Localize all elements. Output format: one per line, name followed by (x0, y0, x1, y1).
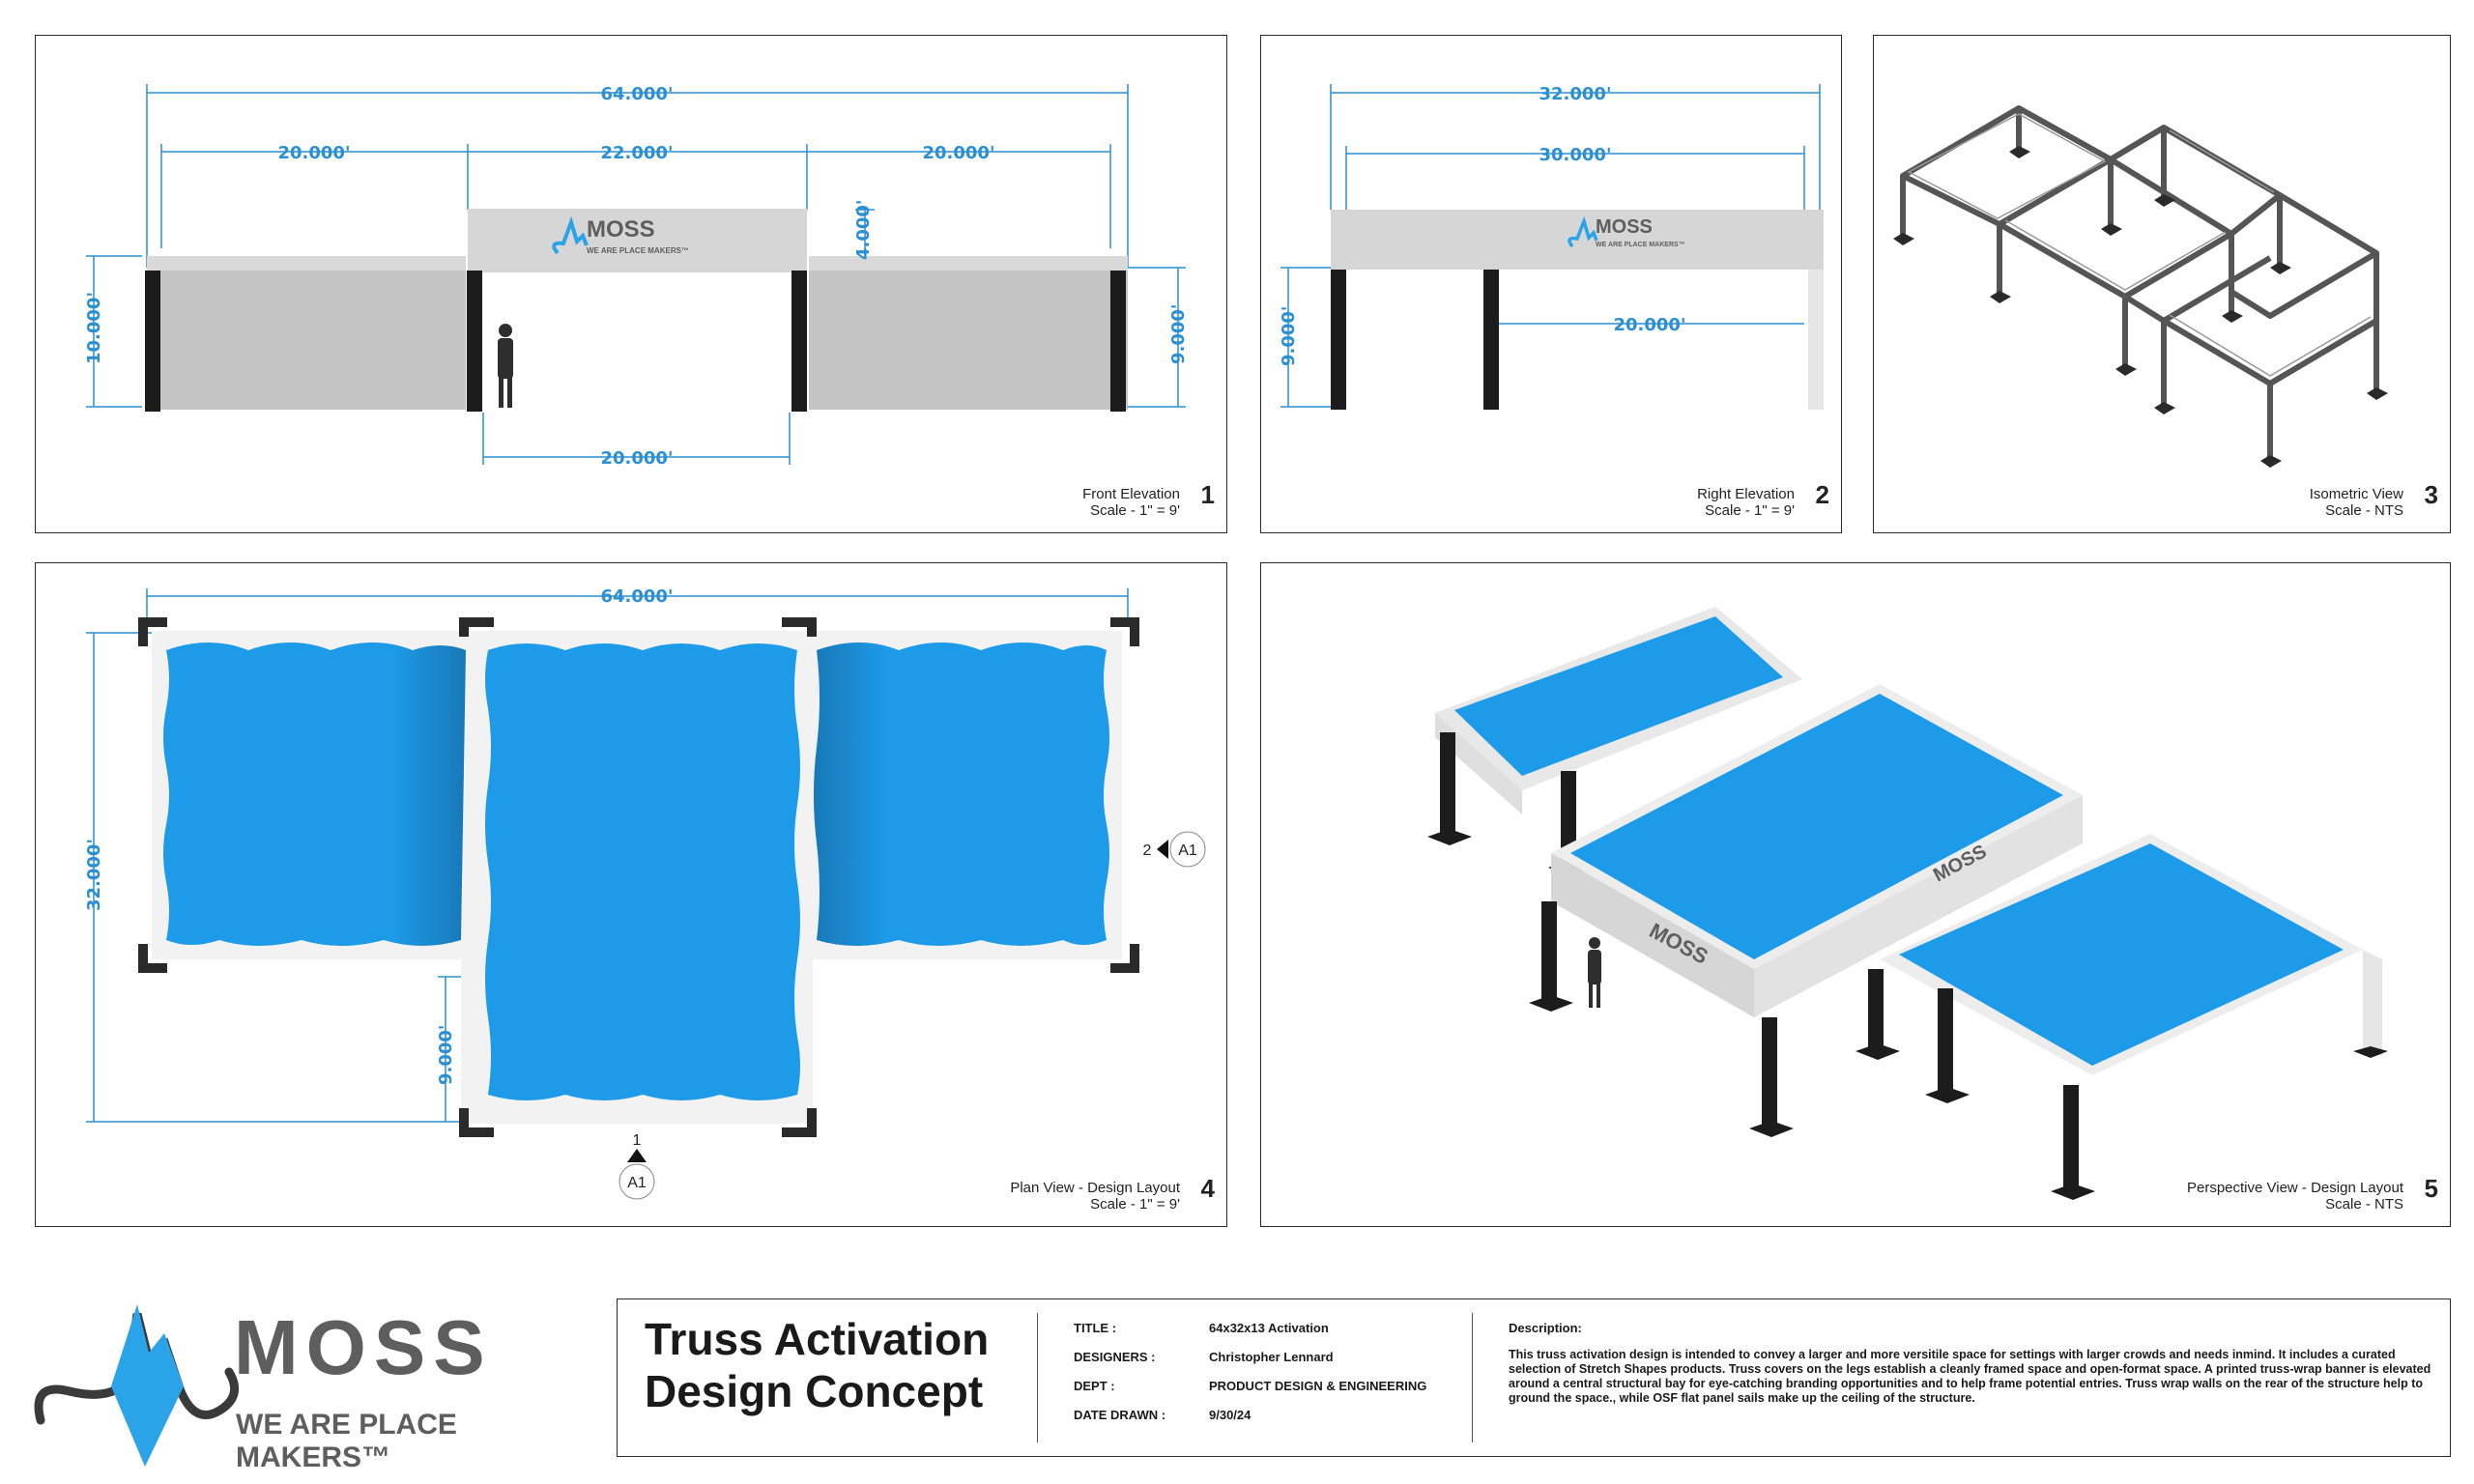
dim-side-span: 20.000' (1614, 315, 1686, 335)
logo-tagline-text: WE ARE PLACE MAKERS™ (236, 1409, 457, 1473)
drawing-title: Truss Activation Design Concept (645, 1313, 989, 1417)
field-value: 9/30/24 (1209, 1408, 1251, 1422)
view-label: Plan View - Design Layout Scale - 1" = 9… (1010, 1176, 1215, 1213)
dim-plan-offset: 9.000' (436, 1025, 456, 1085)
view-scale: Scale - 1" = 9' (1090, 1196, 1180, 1213)
dim-center-bay: 22.000' (601, 143, 674, 163)
banner-logo-icon: MOSS WE ARE PLACE MAKERS™ (1568, 215, 1685, 248)
moss-logo-icon (34, 1304, 240, 1467)
view-number: 5 (2424, 1174, 2438, 1203)
plan-view-panel: 64.000' 32.000' 9.000' 1 A1 2 A1 Plan Vi… (35, 562, 1227, 1227)
view-number: 2 (1815, 480, 1829, 509)
view-name: Plan View - Design Layout (1010, 1180, 1180, 1196)
human-figure-icon (1588, 937, 1601, 1008)
drawing-title-line1: Truss Activation (645, 1314, 990, 1364)
company-logo: MOSS WE ARE PLACE MAKERS™ (29, 1295, 570, 1473)
dim-right-height: 9.000' (1168, 304, 1189, 364)
field-key: DATE DRAWN : (1074, 1408, 1166, 1422)
view-name: Front Elevation (1082, 486, 1180, 502)
human-figure-icon (498, 324, 513, 408)
section-marker-ref: A1 (627, 1175, 647, 1191)
plan-view-drawing: 64.000' 32.000' 9.000' 1 A1 2 A1 (84, 586, 1206, 1200)
section-marker-a: 1 A1 (618, 1132, 655, 1200)
view-scale: Scale - 1" = 9' (1705, 502, 1795, 519)
view-number: 3 (2424, 480, 2438, 509)
section-marker-number: 2 (1143, 842, 1152, 859)
banner-tagline-text: WE ARE PLACE MAKERS™ (1596, 242, 1685, 248)
field-key: TITLE : (1074, 1321, 1117, 1335)
field-key: DESIGNERS : (1074, 1350, 1156, 1364)
isometric-truss-drawing (1893, 105, 2388, 468)
field-value: 64x32x13 Activation (1209, 1321, 1329, 1335)
dim-plan-depth: 32.000' (84, 839, 104, 911)
dim-left-height: 10.000' (84, 292, 104, 364)
banner-tagline-text: WE ARE PLACE MAKERS™ (587, 246, 689, 255)
view-label: Perspective View - Design Layout Scale -… (2186, 1176, 2438, 1213)
view-label: Front Elevation Scale - 1" = 9' 1 (1082, 482, 1215, 519)
description-divider (1472, 1313, 1473, 1442)
view-scale: Scale - NTS (2325, 1196, 2403, 1213)
dim-total-depth: 32.000' (1539, 84, 1612, 104)
perspective-drawing: MOSS MOSS (1427, 607, 2388, 1200)
banner-brand-text: MOSS (587, 216, 655, 243)
dim-inner-depth: 30.000' (1539, 145, 1612, 165)
dim-opening-width: 20.000' (601, 448, 674, 469)
drawing-title-line2: Design Concept (645, 1366, 984, 1416)
dim-banner-height: 4.000' (853, 200, 874, 260)
dim-plan-width: 64.000' (601, 586, 674, 607)
perspective-panel: MOSS MOSS Perspective View - Design Layo… (1260, 562, 2451, 1227)
section-marker-number: 1 (633, 1132, 642, 1149)
banner-logo-icon: MOSS WE ARE PLACE MAKERS™ (552, 215, 689, 255)
dim-side-height: 9.000' (1279, 306, 1299, 366)
dim-right-bay: 20.000' (923, 143, 995, 163)
field-value: Christopher Lennard (1209, 1350, 1334, 1364)
right-elevation-drawing: MOSS WE ARE PLACE MAKERS™ 32.000' 30.000… (1279, 84, 1824, 410)
dim-left-bay: 20.000' (278, 143, 351, 163)
view-scale: Scale - NTS (2325, 502, 2403, 519)
view-number: 1 (1200, 480, 1215, 509)
front-elevation-panel: MOSS WE ARE PLACE MAKERS™ 64.000' 20.000… (35, 35, 1227, 533)
view-label: Right Elevation Scale - 1" = 9' 2 (1697, 482, 1829, 519)
title-divider (1037, 1313, 1038, 1442)
banner-brand-text: MOSS (1596, 216, 1653, 238)
view-name: Right Elevation (1697, 486, 1795, 502)
view-scale: Scale - 1" = 9' (1090, 502, 1180, 519)
field-list: TITLE : 64x32x13 Activation DESIGNERS : … (1074, 1321, 1480, 1437)
dim-total-width: 64.000' (601, 84, 674, 104)
view-name: Isometric View (2309, 486, 2403, 502)
view-name: Perspective View - Design Layout (2186, 1180, 2403, 1196)
section-marker-ref: A1 (1178, 842, 1197, 859)
front-elevation-drawing: MOSS WE ARE PLACE MAKERS™ 64.000' 20.000… (84, 84, 1189, 469)
view-number: 4 (1200, 1174, 1215, 1203)
description-heading: Description: (1509, 1321, 1582, 1335)
right-elevation-panel: MOSS WE ARE PLACE MAKERS™ 32.000' 30.000… (1260, 35, 1842, 533)
field-value: PRODUCT DESIGN & ENGINEERING (1209, 1379, 1427, 1393)
logo-brand-text: MOSS (234, 1304, 493, 1390)
view-label: Isometric View Scale - NTS 3 (2309, 482, 2438, 519)
title-block: Truss Activation Design Concept TITLE : … (617, 1298, 2451, 1457)
section-marker-b: 2 A1 (1143, 831, 1206, 868)
isometric-panel: Isometric View Scale - NTS 3 (1873, 35, 2451, 533)
field-key: DEPT : (1074, 1379, 1115, 1393)
description-text: This truss activation design is intended… (1509, 1348, 2431, 1405)
